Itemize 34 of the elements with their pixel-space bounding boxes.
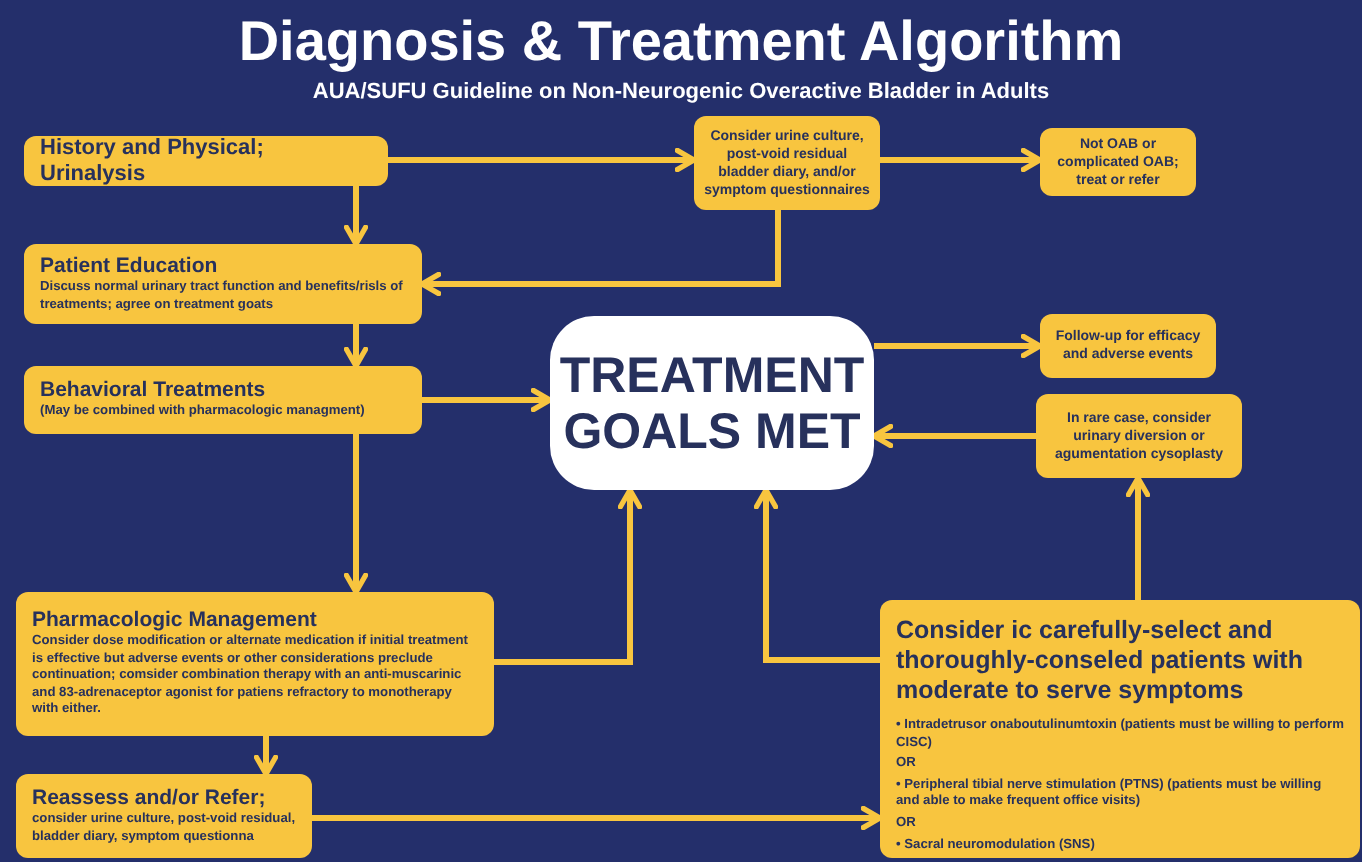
arrow: [494, 487, 643, 665]
process-box: [694, 116, 880, 210]
process-box: [1036, 394, 1242, 478]
box-heading: Patient Education: [40, 253, 220, 280]
arrow: [312, 805, 883, 831]
process-box: [16, 592, 494, 736]
arrow: [343, 324, 369, 369]
title: Diagnosis & Treatment Algorithm: [236, 8, 1126, 76]
arrow: [343, 186, 369, 247]
arrow: [871, 423, 1036, 449]
arrow: [422, 387, 553, 413]
arrow: [753, 487, 880, 663]
process-box: [880, 600, 1360, 858]
goal-box: [550, 316, 874, 490]
arrow: [880, 147, 1043, 173]
arrow: [1125, 475, 1151, 600]
box-heading: Behavioral Treatments: [40, 378, 268, 404]
process-box: [24, 136, 388, 186]
subtitle: AUA/SUFU Guideline on Non-Neurogenic Overactive Bladder in Adults: [310, 78, 1052, 106]
arrow: [874, 333, 1043, 359]
process-box: [24, 244, 422, 324]
box-heading: Reassess and/or Refer;: [32, 785, 268, 812]
box-heading: History and Physical; Urinalysis: [40, 135, 266, 187]
process-box: [1040, 314, 1216, 378]
arrow: [419, 210, 781, 297]
process-box: [24, 366, 422, 434]
process-box: [1040, 128, 1196, 196]
arrow: [343, 434, 369, 595]
box-heading: Consider ic carefully-select and thoroughly-conseled patients with moderate to serve symptoms: [896, 616, 1305, 706]
goal-text: TREATMENT GOALS MET: [559, 347, 865, 459]
box-heading: Pharmacologic Management: [32, 608, 319, 634]
arrow: [388, 147, 697, 173]
arrow: [253, 736, 279, 777]
process-box: [16, 774, 312, 858]
